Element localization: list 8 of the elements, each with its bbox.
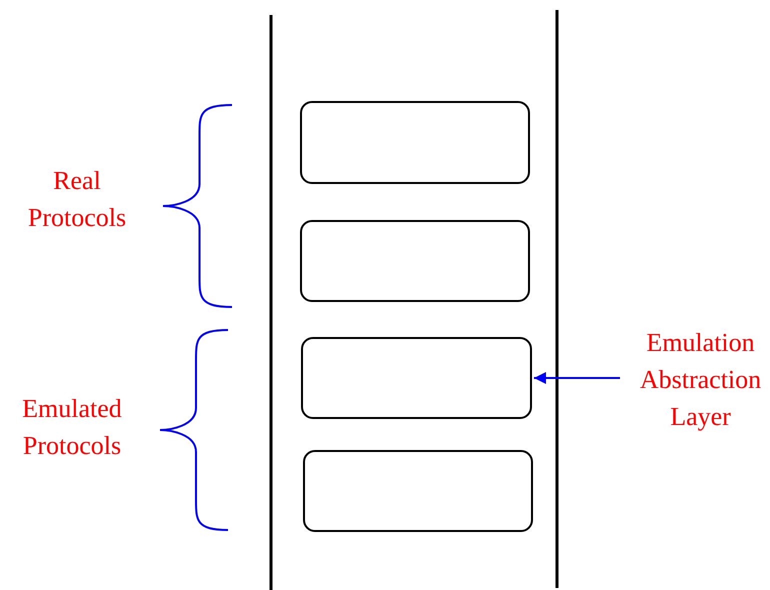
layer-box	[301, 337, 532, 419]
layer-box	[300, 220, 530, 302]
arrow	[534, 372, 620, 384]
layer-box	[300, 101, 530, 184]
group-label: Real Protocols	[26, 165, 128, 234]
layer-label: Emulation Abstraction Layer	[638, 327, 762, 433]
layer-box	[303, 450, 533, 532]
group-label: Emulated Protocols	[21, 393, 123, 462]
